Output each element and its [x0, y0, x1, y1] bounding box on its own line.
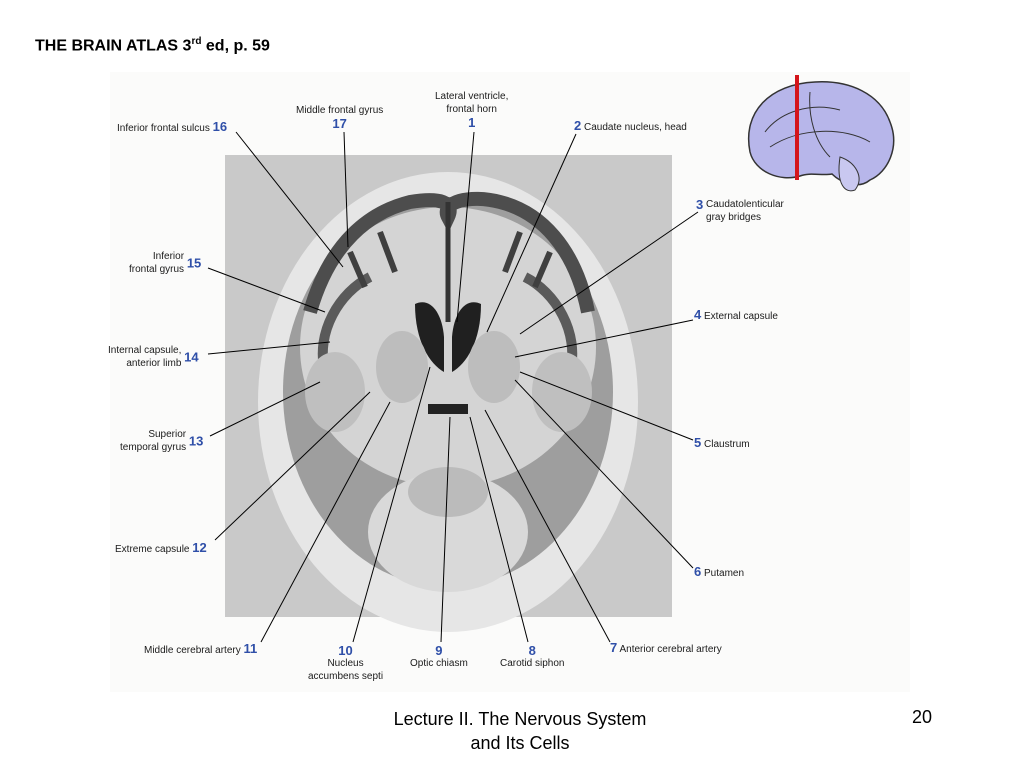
slide-footer: Lecture II. The Nervous System and Its C… — [393, 709, 647, 753]
label-10: 10 Nucleus accumbens septi — [308, 643, 384, 682]
label-15: Inferior frontal gyrus 15 — [129, 251, 202, 275]
brain-tissue — [300, 207, 596, 487]
label-17: Middle frontal gyrus 17 — [296, 105, 384, 131]
label-13: Superior temporal gyrus 13 — [120, 429, 204, 453]
slide-title: THE BRAIN ATLAS 3rd ed, p. 59 — [35, 36, 270, 55]
brain-atlas-figure: Lateral ventricle, frontal horn 1 2 Caud… — [108, 72, 910, 692]
label-7: 7 Anterior cerebral artery — [610, 640, 722, 655]
label-5: 5 Claustrum — [694, 435, 750, 450]
label-1: Lateral ventricle, frontal horn 1 — [435, 91, 509, 130]
coronal-section-image — [207, 75, 895, 643]
label-8: 8 Carotid siphon — [500, 643, 565, 669]
label-14: Internal capsule, anterior limb 14 — [108, 345, 199, 369]
leader-lines — [207, 131, 699, 643]
sagittal-brain-inset — [747, 75, 895, 192]
label-2: 2 Caudate nucleus, head — [574, 118, 687, 133]
label-3: 3 Caudatolenticular gray bridges — [696, 197, 784, 223]
label-11: Middle cerebral artery 11 — [144, 641, 258, 656]
lateral-ventricle — [415, 302, 444, 372]
label-6: 6 Putamen — [694, 564, 745, 579]
label-9: 9 Optic chiasm — [410, 643, 468, 669]
page-number: 20 — [912, 707, 933, 727]
label-12: Extreme capsule 12 — [115, 540, 207, 555]
label-16: Inferior frontal sulcus 16 — [117, 119, 228, 134]
label-4: 4 External capsule — [694, 307, 778, 322]
